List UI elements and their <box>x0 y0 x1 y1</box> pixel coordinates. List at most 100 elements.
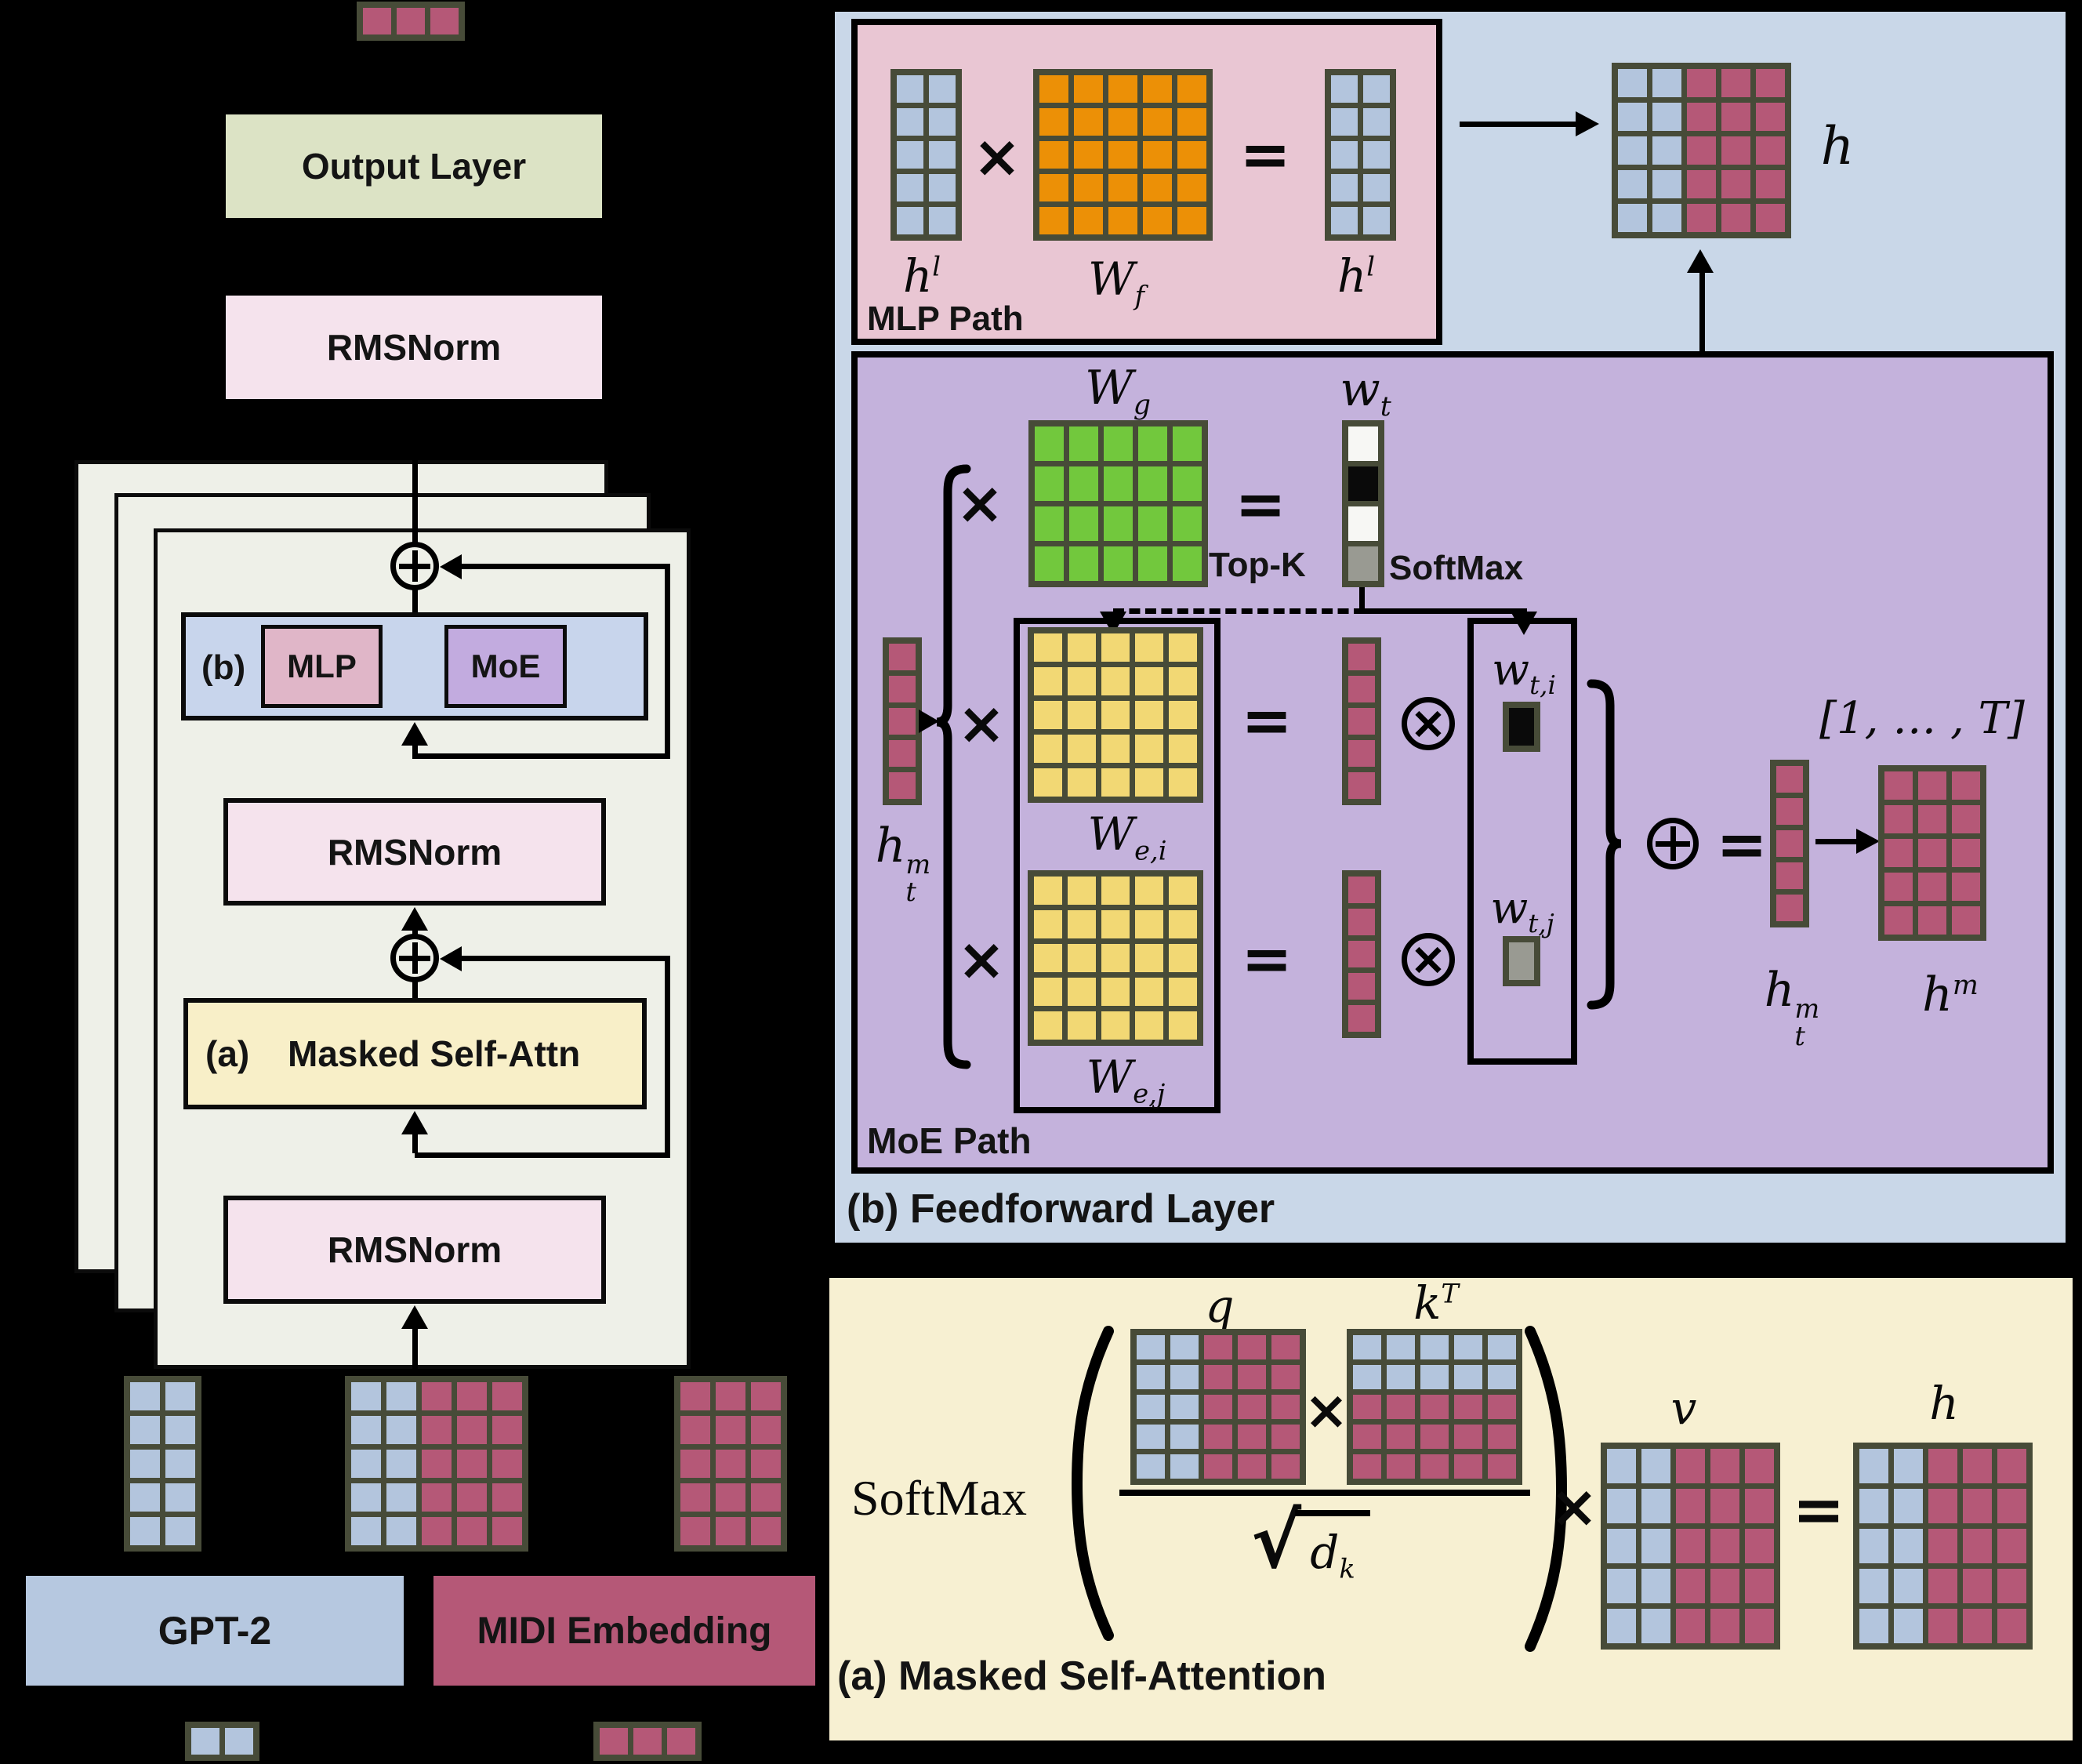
matrix-cell <box>1348 941 1375 967</box>
flow-line <box>412 929 418 937</box>
rmsnorm-bottom-label: RMSNorm <box>327 1229 502 1270</box>
otimes-icon <box>1402 697 1455 750</box>
matrix-cell <box>1173 506 1202 541</box>
matrix-cell <box>457 1416 487 1444</box>
matrix-cell <box>1169 735 1197 763</box>
matrix-cell <box>1177 207 1206 234</box>
matrix-cell <box>1488 1365 1516 1389</box>
matrix-cell <box>1745 1449 1774 1483</box>
matrix-cell <box>1607 1449 1636 1483</box>
matrix-cell <box>1488 1425 1516 1449</box>
arrow-into-rmsnorm2-icon <box>401 1305 428 1329</box>
flow-line-top <box>412 460 418 543</box>
htm-input-vector <box>883 637 922 805</box>
matrix-cell <box>1928 1569 1957 1603</box>
matrix-cell <box>1884 839 1913 867</box>
masked-self-attention-title: (a) Masked Self-Attention <box>837 1653 1327 1699</box>
matrix-cell <box>1204 1454 1232 1479</box>
matrix-cell <box>1618 103 1647 131</box>
matrix-cell <box>457 1483 487 1512</box>
kT-matrix <box>1347 1329 1522 1485</box>
wei-label: We,i <box>1087 808 1167 866</box>
matrix-cell <box>1169 877 1197 905</box>
matrix-cell <box>1069 506 1098 541</box>
matrix-cell <box>1143 141 1172 169</box>
matrix-cell <box>1353 1454 1381 1479</box>
matrix-cell <box>1135 701 1163 729</box>
matrix-cell <box>1884 805 1913 833</box>
matrix-cell <box>1034 944 1062 972</box>
rmsnorm-top-box: RMSNorm <box>226 296 602 399</box>
matrix-cell <box>1894 1449 1923 1483</box>
matrix-cell <box>1143 75 1172 103</box>
flow-line <box>412 590 418 612</box>
arrow-into-ffn-line <box>412 743 418 759</box>
matrix-cell <box>386 1382 416 1410</box>
q-matrix <box>1130 1329 1306 1485</box>
matrix-cell <box>1745 1529 1774 1563</box>
expert-group-box <box>1014 618 1221 1113</box>
matrix-cell <box>1776 766 1803 793</box>
residual2-bottom <box>415 1152 670 1158</box>
matrix-cell <box>130 1483 160 1512</box>
matrix-cell <box>1101 633 1130 662</box>
matrix-cell <box>1034 633 1062 662</box>
matrix-cell <box>1652 103 1681 131</box>
hl-output-matrix <box>1325 69 1396 241</box>
rmsnorm-mid-label: RMSNorm <box>327 831 502 873</box>
matrix-cell <box>397 8 425 34</box>
matrix-cell <box>1068 978 1096 1006</box>
matrix-cell <box>1721 103 1750 131</box>
matrix-cell <box>1652 204 1681 232</box>
equals-operator: = <box>1792 1473 1845 1546</box>
matrix-cell <box>1963 1529 1992 1563</box>
matrix-cell <box>929 108 956 136</box>
matrix-cell <box>1652 170 1681 198</box>
matrix-cell <box>889 708 916 735</box>
concat-embedding-matrix <box>345 1376 528 1552</box>
matrix-cell <box>1074 75 1103 103</box>
matrix-cell <box>1420 1365 1449 1389</box>
matrix-cell <box>897 108 923 136</box>
expert-i-weight-matrix <box>1028 627 1203 803</box>
matrix-cell <box>929 141 956 169</box>
matrix-cell <box>1641 1609 1670 1643</box>
matrix-cell <box>1894 1569 1923 1603</box>
matrix-cell <box>1034 978 1062 1006</box>
times-operator: × <box>1304 1380 1349 1442</box>
matrix-cell <box>1348 877 1375 903</box>
matrix-cell <box>1177 75 1206 103</box>
matrix-cell <box>1641 1489 1670 1523</box>
mlp-box: MLP <box>261 625 383 708</box>
ffn-bar-b-label: (b) <box>201 648 246 687</box>
matrix-cell <box>1952 839 1980 867</box>
matrix-cell <box>1108 174 1137 201</box>
matrix-cell <box>680 1483 710 1512</box>
matrix-cell <box>1238 1425 1266 1449</box>
matrix-cell <box>1894 1609 1923 1643</box>
matrix-cell <box>1169 1011 1197 1040</box>
matrix-cell <box>1687 103 1716 131</box>
matrix-cell <box>1710 1569 1739 1603</box>
matrix-cell <box>1618 136 1647 165</box>
matrix-cell <box>165 1416 195 1444</box>
matrix-cell <box>716 1382 745 1410</box>
matrix-cell <box>1135 735 1163 763</box>
matrix-cell <box>422 1450 452 1478</box>
matrix-cell <box>457 1517 487 1545</box>
times-operator: × <box>955 470 1005 537</box>
midi-embedding-label: MIDI Embedding <box>477 1610 772 1652</box>
residual1-arrowhead-icon <box>440 554 462 579</box>
matrix-cell <box>1454 1335 1482 1359</box>
mlp-path-label: MLP Path <box>867 299 1024 338</box>
matrix-cell <box>633 1728 662 1755</box>
matrix-cell <box>1884 771 1913 800</box>
matrix-cell <box>1143 108 1172 136</box>
matrix-cell <box>1169 768 1197 797</box>
matrix-cell <box>1918 771 1946 800</box>
matrix-cell <box>751 1450 781 1478</box>
kT-label: kT <box>1413 1276 1459 1330</box>
matrix-cell <box>1271 1454 1300 1479</box>
matrix-cell <box>1387 1395 1415 1419</box>
matrix-cell <box>929 174 956 201</box>
